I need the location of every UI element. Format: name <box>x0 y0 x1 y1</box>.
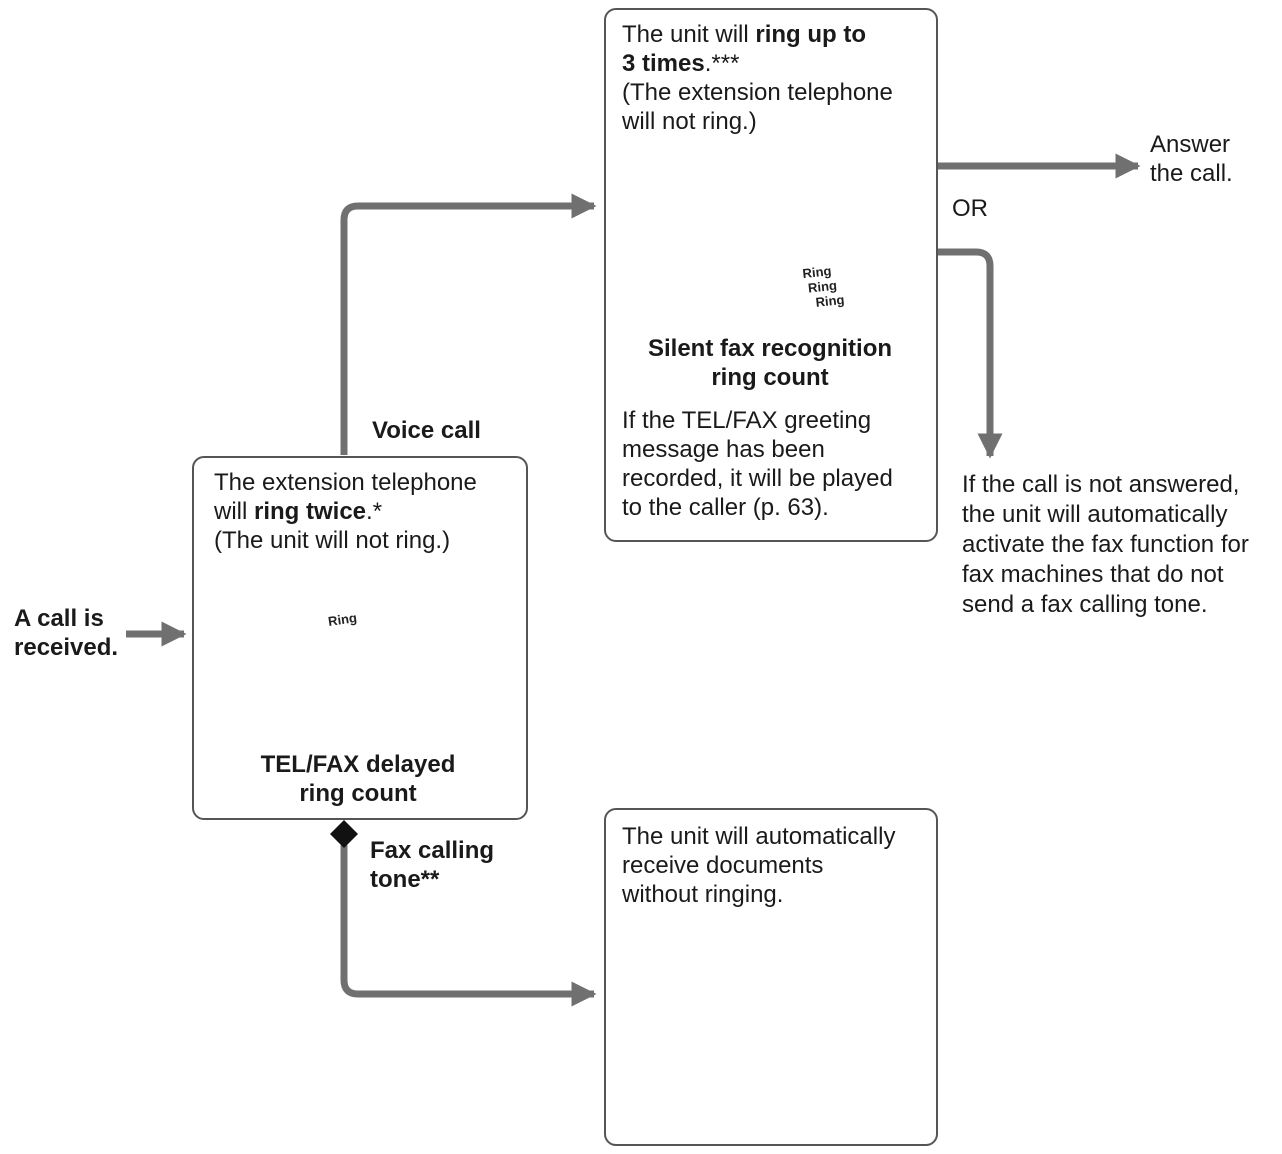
fax-line3: without ringing. <box>622 881 784 908</box>
start-label-line2: received. <box>14 634 119 661</box>
unit-note-line2: message has been <box>622 436 825 463</box>
not-answered-line3: activate the fax function for <box>962 531 1249 558</box>
unit-note-line3: recorded, it will be played <box>622 465 893 492</box>
ext-caption: TEL/FAX delayed ring count <box>222 750 494 808</box>
not-answered-note: If the call is not answered, the unit wi… <box>962 470 1249 620</box>
diamond-marker <box>330 820 358 848</box>
fax-tone-line1: Fax calling <box>370 837 495 864</box>
ext-line3: (The unit will not ring.) <box>214 527 451 554</box>
arrow-fax-tone <box>340 845 597 1007</box>
ext-line1: The extension telephone <box>214 469 477 496</box>
or-label: OR <box>952 195 988 222</box>
fax-line1: The unit will automatically <box>622 823 896 850</box>
not-answered-line4: fax machines that do not <box>962 561 1224 588</box>
box-extension-ring <box>192 456 528 820</box>
box-extension-text: The extension telephone will ring twice.… <box>214 468 477 555</box>
connectors <box>126 153 1141 1007</box>
not-answered-line2: the unit will automatically <box>962 501 1228 528</box>
ext-caption-line1: TEL/FAX delayed <box>260 751 456 778</box>
ring-labels-unit: Ring Ring Ring <box>802 262 845 311</box>
arrow-voice-call <box>340 193 597 455</box>
voice-call-label: Voice call <box>372 417 481 444</box>
answer-label: Answer the call. <box>1150 130 1233 188</box>
unit-note-line4: to the caller (p. 63). <box>622 494 829 521</box>
box-fax-text: The unit will automatically receive docu… <box>622 822 895 909</box>
answer-line1: Answer <box>1150 131 1231 158</box>
unit-caption: Silent fax recognition ring count <box>620 334 920 392</box>
unit-line2: 3 times.*** <box>622 50 740 77</box>
unit-caption-line2: ring count <box>711 364 829 391</box>
box-unit-ring <box>604 8 938 542</box>
fax-tone-label: Fax calling tone** <box>370 836 494 894</box>
ext-caption-line2: ring count <box>299 780 417 807</box>
not-answered-line5: send a fax calling tone. <box>962 591 1208 618</box>
start-label: A call is received. <box>14 604 118 662</box>
start-label-line1: A call is <box>14 605 104 632</box>
box-fax-receive <box>604 808 938 1146</box>
unit-line3: (The extension telephone <box>622 79 893 106</box>
unit-note: If the TEL/FAX greeting message has been… <box>622 406 893 522</box>
fax-tone-line2: tone** <box>370 866 440 893</box>
unit-note-line1: If the TEL/FAX greeting <box>622 407 872 434</box>
box-unit-text: The unit will ring up to 3 times.*** (Th… <box>622 20 893 136</box>
unit-line1: The unit will ring up to <box>622 21 867 48</box>
not-answered-line1: If the call is not answered, <box>962 471 1240 498</box>
arrow-not-answered <box>938 248 1003 459</box>
answer-line2: the call. <box>1150 160 1233 187</box>
fax-line2: receive documents <box>622 852 824 879</box>
unit-caption-line1: Silent fax recognition <box>647 335 893 362</box>
ext-line2: will ring twice.* <box>214 498 383 525</box>
unit-line4: will not ring.) <box>622 108 757 135</box>
